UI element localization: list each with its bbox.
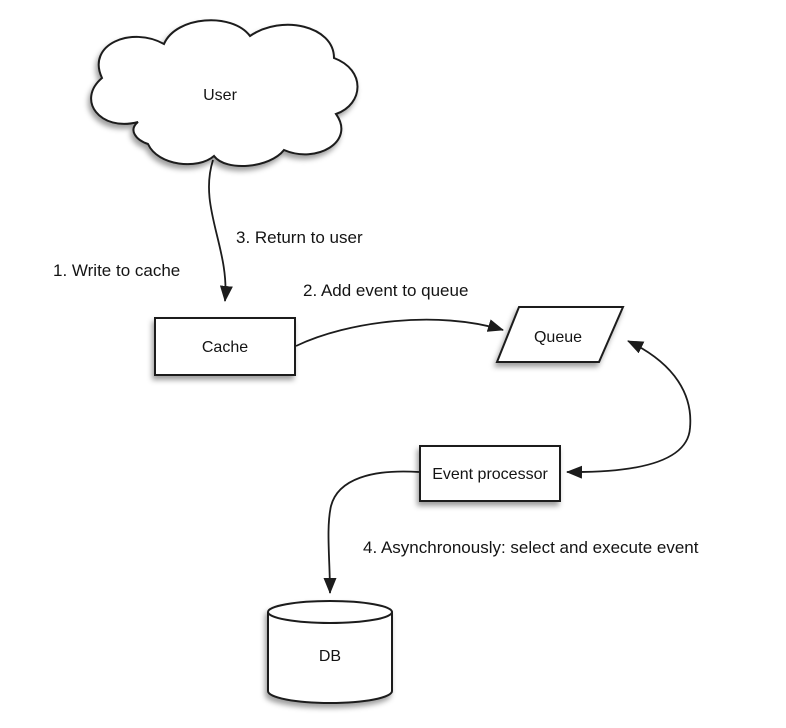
node-cache: Cache bbox=[154, 317, 296, 376]
user-label: User bbox=[203, 87, 237, 104]
node-queue: Queue bbox=[495, 306, 625, 363]
arrow-user-to-cache bbox=[208, 159, 233, 302]
cache-label: Cache bbox=[202, 339, 248, 356]
node-event-processor: Event processor bbox=[419, 445, 561, 502]
node-db: DB bbox=[267, 600, 393, 704]
step2-label: 2. Add event to queue bbox=[303, 281, 468, 300]
queue-label: Queue bbox=[534, 329, 582, 346]
cloud-shape bbox=[90, 19, 359, 167]
edges-layer bbox=[208, 159, 692, 594]
step1-label: 1. Write to cache bbox=[53, 261, 180, 280]
db-shape bbox=[267, 600, 393, 704]
node-user: User bbox=[90, 19, 359, 167]
arrow-cache-to-queue bbox=[295, 318, 504, 347]
step4-label: 4. Asynchronously: select and execute ev… bbox=[363, 538, 699, 557]
event-processor-label: Event processor bbox=[432, 466, 548, 483]
labels-layer: 1. Write to cache 3. Return to user 2. A… bbox=[53, 228, 699, 557]
step3-label: 3. Return to user bbox=[236, 228, 363, 247]
arrow-curve-to-queue bbox=[627, 340, 692, 429]
arrow-curve-to-event-processor bbox=[566, 427, 691, 479]
queue-shape bbox=[495, 306, 625, 363]
event-processor-shape bbox=[419, 445, 561, 502]
cache-shape bbox=[154, 317, 296, 376]
nodes-layer: User Cache Queue Event processor bbox=[90, 19, 625, 704]
arrow-event-processor-to-db bbox=[323, 470, 420, 594]
db-label: DB bbox=[319, 648, 341, 665]
